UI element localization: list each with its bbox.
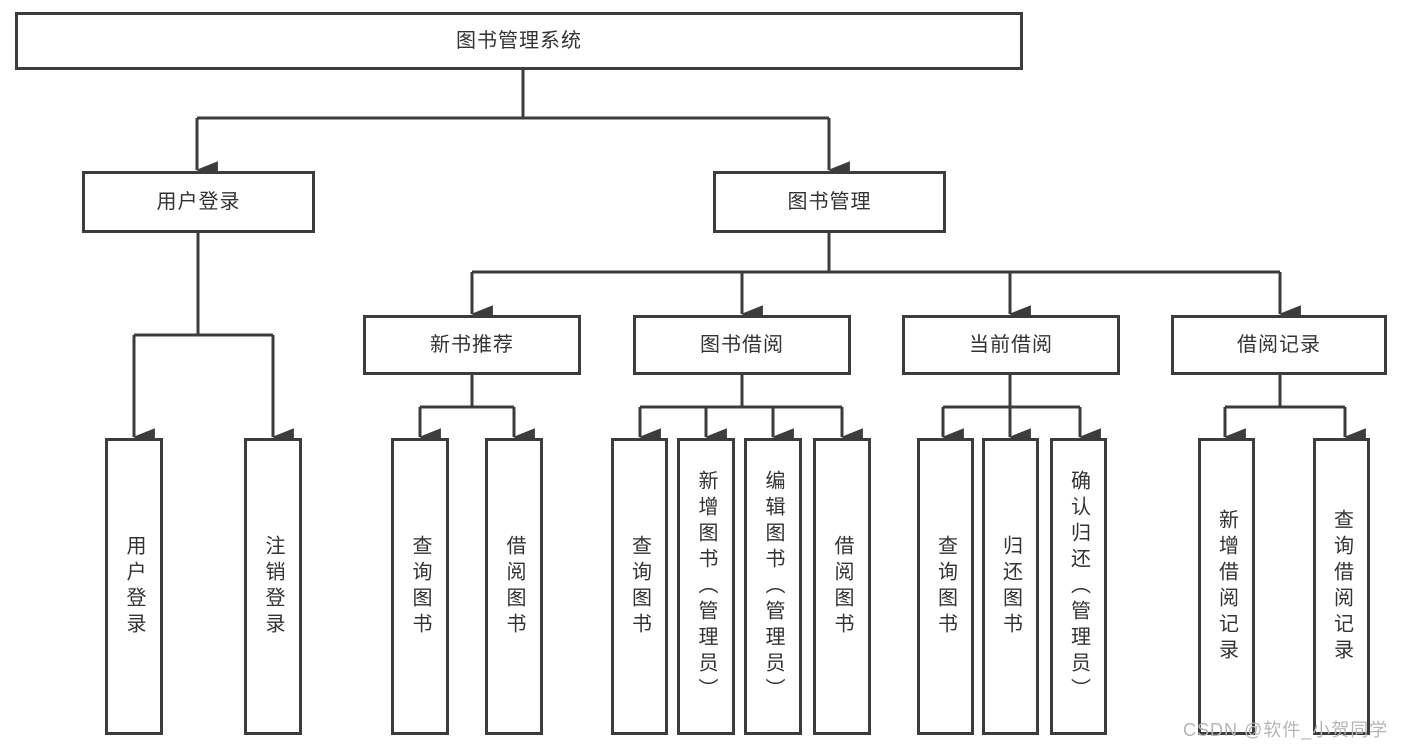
node-new-book-recommend: 新书推荐: [363, 315, 581, 375]
leaf-confirm-return-admin: 确认归还（管理员）: [1050, 438, 1107, 735]
leaf-logout-login: 注销登录: [244, 438, 302, 735]
connector-user-login-to-leaves: [132, 233, 294, 446]
connector-book-borrow-to-leaves: [638, 375, 863, 446]
node-user-login: 用户登录: [82, 171, 315, 233]
csdn-watermark: CSDN @软件_小贺同学: [1183, 720, 1389, 740]
connector-new-book-recommend-to-leaves: [418, 375, 535, 446]
node-library-management-system: 图书管理系统: [15, 12, 1023, 70]
leaf-edit-book-admin: 编辑图书（管理员）: [744, 438, 802, 735]
leaf-query-books-current: 查询图书: [917, 438, 974, 735]
leaf-user-login: 用户登录: [105, 438, 163, 735]
leaf-borrow-books: 借阅图书: [813, 438, 871, 735]
leaf-add-book-admin: 新增图书（管理员）: [677, 438, 735, 735]
node-book-management: 图书管理: [713, 171, 946, 233]
connector-current-borrow-to-leaves: [941, 375, 1101, 446]
leaf-add-borrow-record: 新增借阅记录: [1198, 438, 1255, 735]
leaf-return-book: 归还图书: [982, 438, 1039, 735]
node-current-borrow: 当前借阅: [902, 315, 1120, 375]
leaf-query-books-borrow: 查询图书: [611, 438, 668, 735]
leaf-query-books-recommend: 查询图书: [391, 438, 449, 735]
connector-book-management-to-level3: [470, 233, 1301, 323]
node-borrow-records: 借阅记录: [1171, 315, 1387, 375]
connector-borrow-records-to-leaves: [1223, 375, 1366, 446]
leaf-borrow-books-recommend: 借阅图书: [485, 438, 543, 735]
node-book-borrow: 图书借阅: [633, 315, 851, 375]
connector-root-to-level2: [195, 70, 850, 179]
leaf-query-borrow-record: 查询借阅记录: [1313, 438, 1370, 735]
